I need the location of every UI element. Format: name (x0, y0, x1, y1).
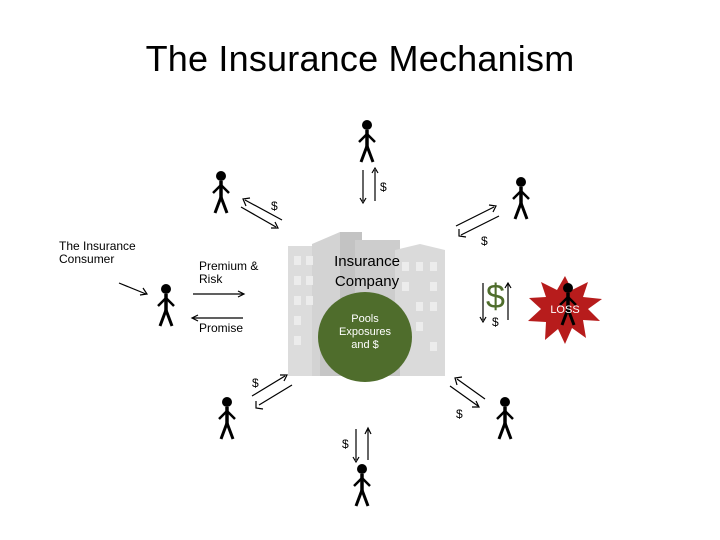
dollar-lower-right: $ (456, 407, 463, 421)
person-top (357, 118, 377, 164)
pool-label: Pools Exposures and $ (339, 313, 391, 351)
dollar-lower-left: $ (252, 376, 259, 390)
person-lower-left (217, 395, 237, 441)
person-bottom (352, 462, 372, 508)
loss-label: LOSS (550, 304, 580, 316)
dollar-large: $ (486, 278, 505, 316)
dollar-bottom: $ (342, 437, 349, 451)
loss-burst (528, 276, 602, 344)
dollar-top: $ (380, 180, 387, 194)
person-upper-left (211, 169, 231, 215)
promise-label: Promise (199, 321, 244, 335)
consumer-label: The Insurance Consumer (59, 239, 136, 266)
premium-risk-label: Premium & Risk (199, 259, 259, 286)
person-upper-right (511, 175, 531, 221)
dollar-right-small: $ (492, 315, 499, 329)
company-label: Insurance Company (334, 253, 400, 290)
arrows (118, 166, 512, 464)
dollar-upper-right: $ (481, 234, 488, 248)
person-lower-right (495, 395, 515, 441)
person-consumer (156, 282, 176, 328)
pool-circle (318, 292, 412, 382)
dollar-upper-left: $ (271, 199, 278, 213)
page-title: The Insurance Mechanism (145, 38, 575, 79)
